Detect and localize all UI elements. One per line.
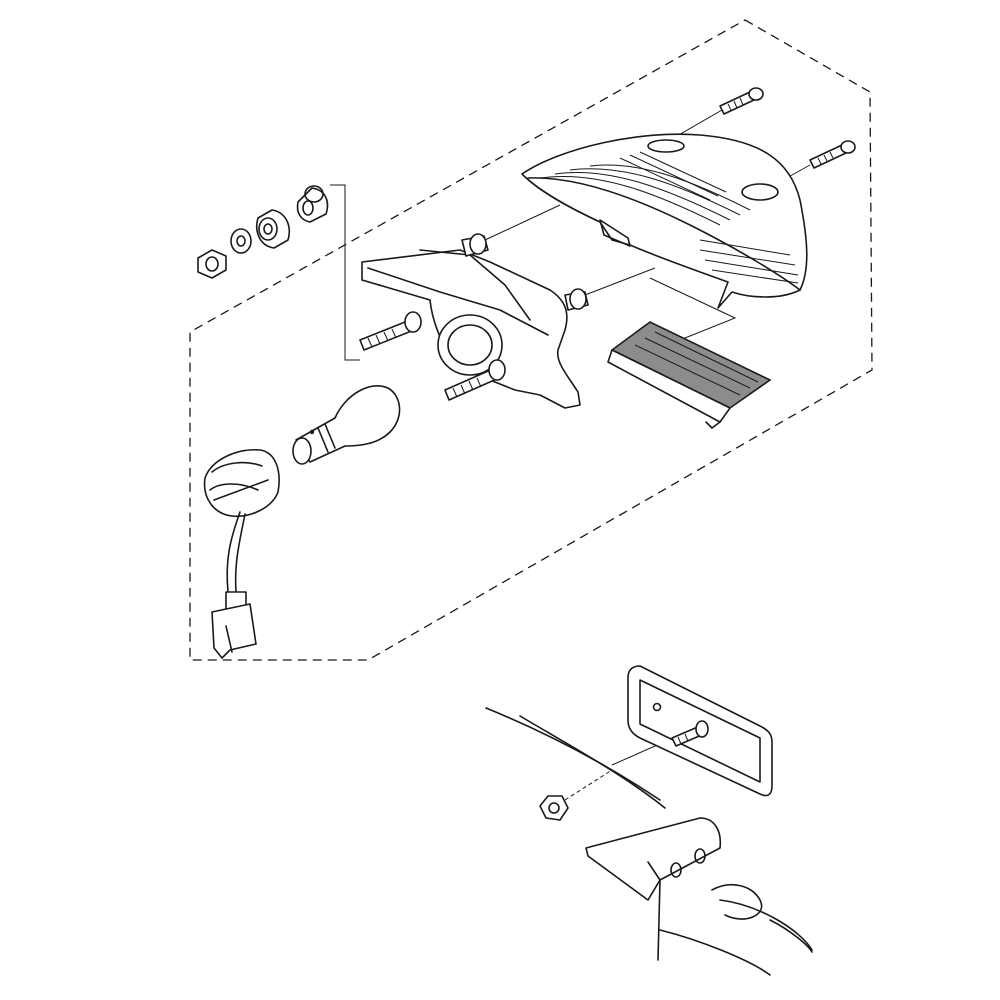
lens-ribs	[539, 151, 799, 284]
screw-right	[809, 140, 856, 169]
connector	[211, 591, 257, 659]
reflector-plate	[607, 321, 772, 429]
bulb-socket	[203, 448, 280, 517]
reflector-bolt	[671, 720, 709, 747]
lamp-housing	[361, 233, 589, 409]
fender-bracket	[485, 707, 813, 976]
bulb	[292, 385, 401, 465]
rubber-grommet	[256, 209, 290, 249]
screw-top	[719, 87, 764, 115]
nut	[197, 249, 227, 279]
leader-lines	[330, 109, 811, 801]
tail-lens	[521, 133, 808, 309]
washer	[230, 228, 252, 254]
reflector-nut	[539, 795, 569, 821]
stud-bolt	[359, 311, 506, 401]
socket-wire	[226, 511, 246, 593]
collar	[296, 185, 329, 223]
